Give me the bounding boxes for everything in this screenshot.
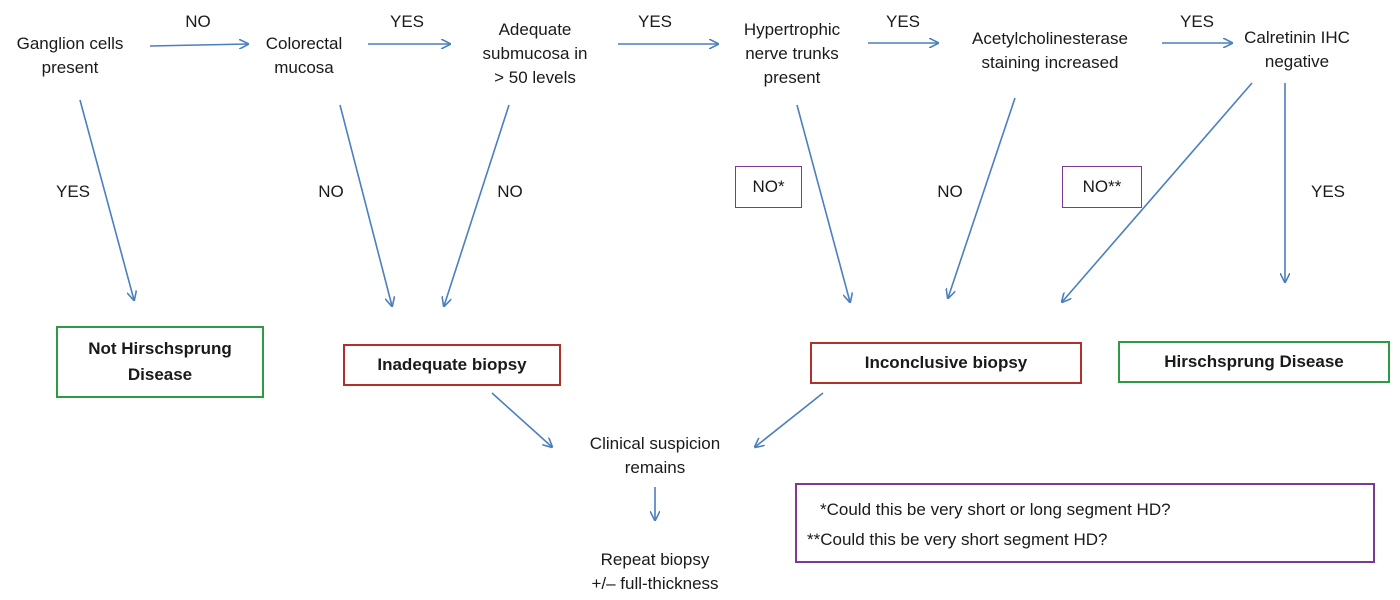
arrow-ache-down (948, 97, 1016, 298)
arrow-colorectal-down (339, 104, 392, 306)
edge-label-yes: YES (1179, 12, 1215, 31)
node-ganglion-cells: Ganglion cells present (16, 34, 124, 77)
arrow-ganglion-colorectal (149, 44, 248, 46)
arrow-hypertrophic-down (796, 104, 850, 302)
edge-label-no: NO (318, 182, 344, 201)
outcome-not-hirschsprung: Not Hirschsprung Disease (56, 326, 264, 398)
arrow-calretinin-no (1062, 82, 1253, 302)
edge-label-yes: YES (55, 182, 91, 201)
node-acetylcholinesterase: Acetylcholinesterase staining increased (972, 29, 1128, 72)
edge-label-no-star: NO* (735, 166, 802, 208)
edge-label-no: NO (185, 12, 211, 31)
footnotes-box: *Could this be very short or long segmen… (795, 483, 1375, 563)
outcome-hirschsprung-disease: Hirschsprung Disease (1118, 341, 1390, 383)
edge-label-no-double-star: NO** (1062, 166, 1142, 208)
arrow-ganglion-down (79, 99, 134, 300)
node-calretinin: Calretinin IHC negative (1244, 28, 1350, 71)
footnote-double-star: **Could this be very short segment HD? (807, 530, 1108, 549)
node-hypertrophic-nerve: Hypertrophic nerve trunks present (743, 20, 841, 87)
node-colorectal-mucosa: Colorectal mucosa (265, 34, 343, 77)
edge-label-yes: YES (389, 12, 425, 31)
edge-label-yes: YES (1310, 182, 1346, 201)
arrow-submucosa-down (444, 104, 510, 306)
node-clinical-suspicion: Clinical suspicion remains (589, 434, 721, 477)
edge-label-yes: YES (885, 12, 921, 31)
edge-label-yes: YES (637, 12, 673, 31)
outcome-inconclusive-biopsy: Inconclusive biopsy (810, 342, 1082, 384)
edge-label-no: NO (937, 182, 963, 201)
outcome-inadequate-biopsy: Inadequate biopsy (343, 344, 561, 386)
node-repeat-biopsy: Repeat biopsy +/– full-thickness (591, 550, 719, 593)
node-adequate-submucosa: Adequate submucosa in > 50 levels (482, 20, 588, 87)
edge-label-no: NO (497, 182, 523, 201)
arrow-inadequate-suspicion (491, 392, 552, 447)
footnote-single-star: *Could this be very short or long segmen… (820, 500, 1171, 519)
arrow-inconclusive-suspicion (755, 392, 824, 447)
